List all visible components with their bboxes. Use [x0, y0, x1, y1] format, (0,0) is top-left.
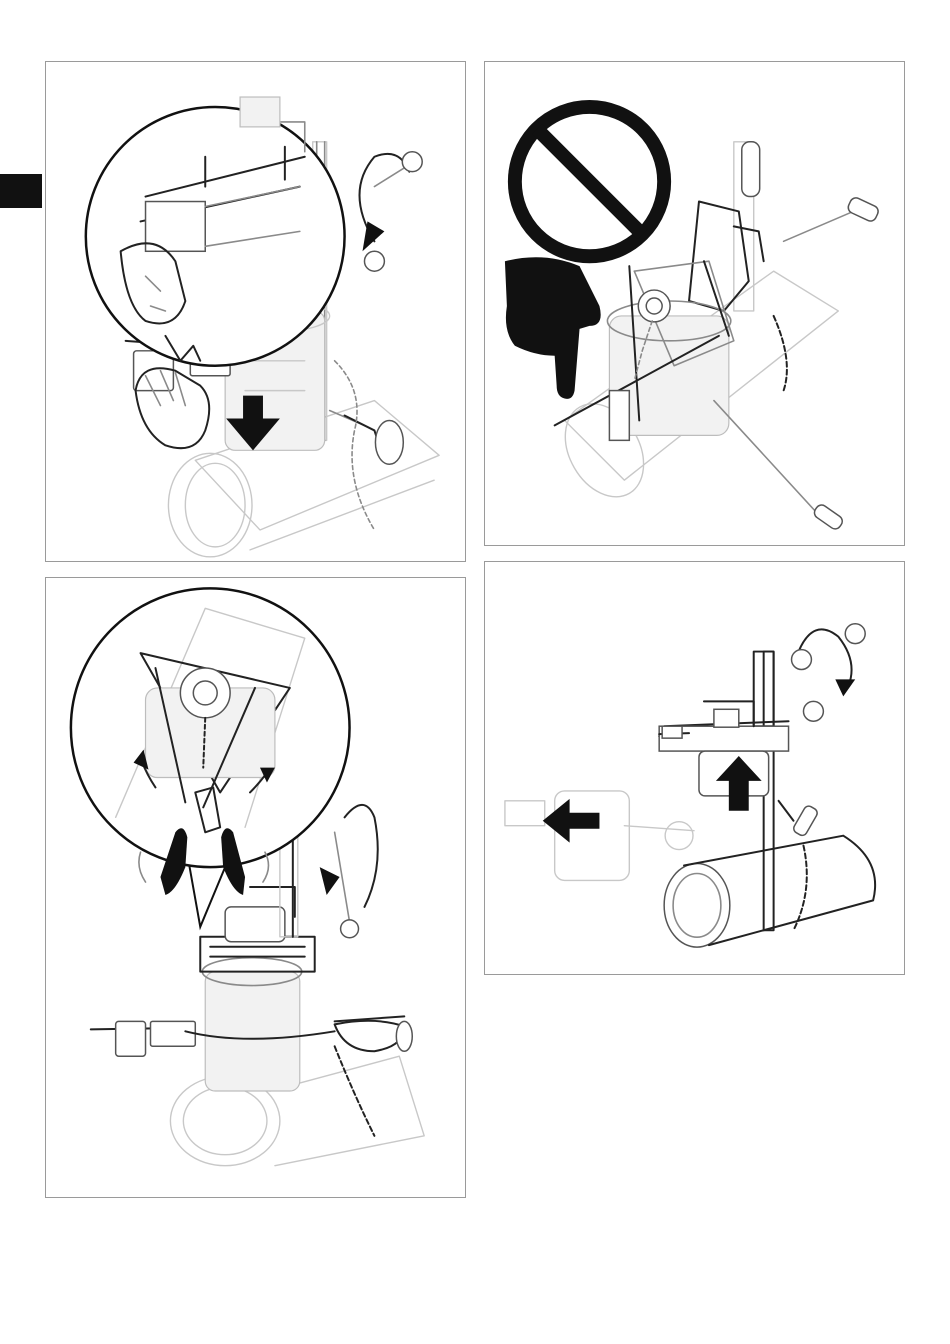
section-tab-marker — [0, 174, 42, 208]
figure-2-panel — [484, 61, 905, 546]
zoom-detail-icon — [86, 97, 345, 366]
figure-1-illustration — [46, 62, 465, 561]
figure-3-panel — [45, 577, 466, 1198]
removed-motor — [505, 791, 694, 881]
zoom-detail-icon — [71, 588, 350, 926]
figure-1-panel — [45, 61, 466, 562]
figure-3-illustration — [46, 578, 465, 1197]
rotate-clockwise-arrow-icon — [320, 805, 378, 938]
rotate-clockwise-arrow-icon — [360, 152, 423, 271]
figure-4-illustration — [485, 562, 904, 974]
figure-4-panel — [484, 561, 905, 975]
rotate-clockwise-arrow-icon — [792, 624, 866, 722]
prohibition-sign-icon — [515, 107, 664, 256]
figure-2-illustration — [485, 62, 904, 545]
left-arrow-icon — [543, 799, 600, 843]
